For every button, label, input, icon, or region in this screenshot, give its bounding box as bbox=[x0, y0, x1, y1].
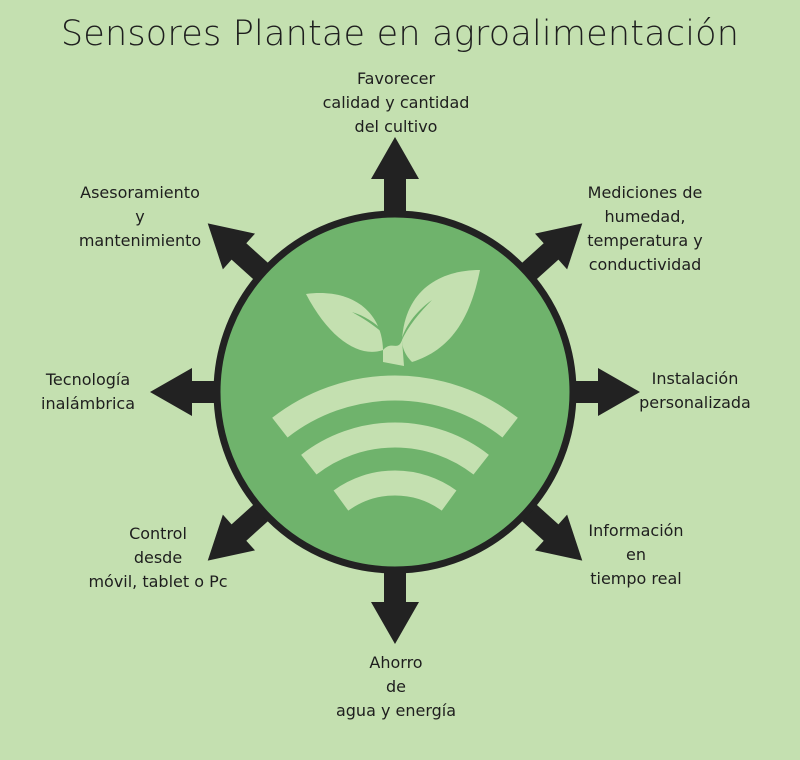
label-line: conductividad bbox=[588, 255, 702, 274]
label-top: Favorecer calidad y cantidad del cultivo bbox=[323, 67, 470, 139]
label-line: Información bbox=[588, 521, 684, 540]
label-line: agua y energía bbox=[335, 701, 457, 720]
label-line: Control bbox=[129, 524, 187, 543]
label-bottom-right: Información en tiempo real bbox=[588, 519, 683, 591]
label-line: mantenimiento bbox=[78, 231, 202, 250]
label-line: Instalación bbox=[651, 369, 739, 388]
label-line: Ahorro bbox=[369, 653, 423, 672]
wifi-arc bbox=[333, 470, 457, 511]
label-top-left: Asesoramiento y mantenimiento bbox=[79, 181, 201, 253]
wifi-arc bbox=[301, 422, 489, 475]
label-line: Favorecer bbox=[356, 69, 436, 88]
label-line: en bbox=[626, 545, 646, 564]
leaves-icon bbox=[306, 270, 480, 366]
label-line: personalizada bbox=[639, 393, 751, 412]
label-line: Mediciones de bbox=[587, 183, 703, 202]
label-left: Tecnología inalámbrica bbox=[41, 368, 135, 416]
label-line: inalámbrica bbox=[40, 394, 136, 413]
label-line: tiempo real bbox=[590, 569, 682, 588]
label-line: humedad, bbox=[604, 207, 686, 226]
label-line: Asesoramiento bbox=[80, 183, 200, 202]
label-line: del cultivo bbox=[354, 117, 438, 136]
label-bottom: Ahorro de agua y energía bbox=[336, 651, 456, 723]
wifi-icon bbox=[272, 375, 518, 511]
label-line: de bbox=[385, 677, 406, 696]
label-line: calidad y cantidad bbox=[322, 93, 470, 112]
label-line: temperatura y bbox=[587, 231, 703, 250]
label-line: desde bbox=[133, 548, 183, 567]
label-top-right: Mediciones de humedad, temperatura y conduc… bbox=[587, 181, 702, 277]
page-title: Sensores Plantae en agroalimentación bbox=[60, 14, 740, 54]
label-line: móvil, tablet o Pc bbox=[88, 572, 228, 591]
label-right: Instalación personalizada bbox=[639, 367, 751, 415]
label-line: Tecnología bbox=[45, 370, 131, 389]
label-line: y bbox=[135, 207, 145, 226]
wifi-arc bbox=[272, 375, 518, 438]
label-bottom-left: Control desde móvil, tablet o Pc bbox=[88, 522, 227, 594]
